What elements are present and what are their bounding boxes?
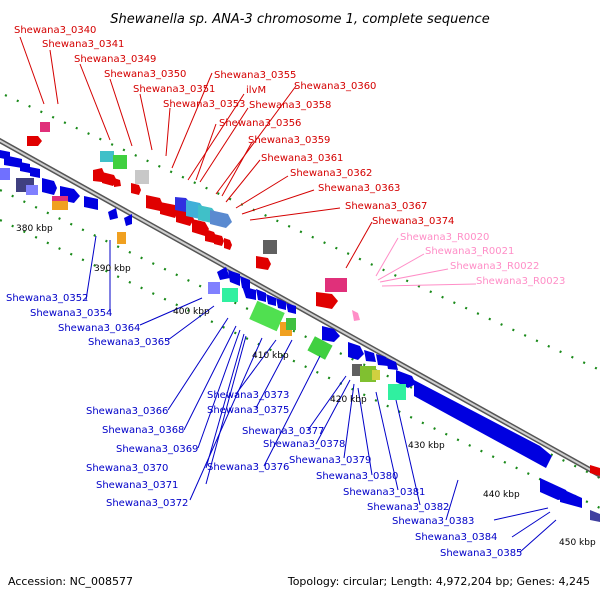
scale-tick: 440 kbp (483, 490, 520, 500)
gene-label: Shewana3_0367 (345, 201, 427, 212)
gene-label: Shewana3_0368 (102, 425, 184, 436)
accession-text: Accession: NC_008577 (8, 575, 133, 588)
gene-label: Shewana3_0364 (58, 323, 140, 334)
gene-label: Shewana3_0363 (318, 183, 400, 194)
gene-label: Shewana3_0354 (30, 308, 112, 319)
gene-label: Shewana3_0382 (367, 502, 449, 513)
gene-label: Shewana3_0377 (242, 426, 324, 437)
scale-tick: 400 kbp (173, 307, 210, 317)
gene-label: Shewana3_0385 (440, 548, 522, 559)
gene-label: Shewana3_0341 (42, 39, 124, 50)
gene-label: Shewana3_0352 (6, 293, 88, 304)
gene-label: Shewana3_0384 (415, 532, 497, 543)
gene-label: Shewana3_0351 (133, 84, 215, 95)
gene-label: Shewana3_0375 (207, 405, 289, 416)
gene-label: Shewana3_0379 (289, 455, 371, 466)
scale-tick: 390 kbp (94, 264, 131, 274)
gene-label: Shewana3_0365 (88, 337, 170, 348)
scale-tick: 430 kbp (408, 441, 445, 451)
reverse-labels: Shewana3_0352 Shewana3_0354 Shewana3_036… (6, 293, 522, 559)
gene-label: Shewana3_0372 (106, 498, 188, 509)
gene-label: Shewana3_0355 (214, 70, 296, 81)
scale-tick: 380 kbp (16, 224, 53, 234)
scale-tick: 450 kbp (559, 538, 596, 548)
gene-label: ilvM (246, 85, 266, 96)
gene-label: Shewana3_0383 (392, 516, 474, 527)
scale-ticks: 380 kbp 390 kbp 400 kbp 410 kbp 420 kbp … (16, 224, 596, 548)
gene-label: Shewana3_0373 (207, 390, 289, 401)
gene-label: Shewana3_R0020 (400, 232, 489, 243)
gene-label: Shewana3_0356 (219, 118, 301, 129)
gene-label: Shewana3_R0021 (425, 246, 514, 257)
map-title: Shewanella sp. ANA-3 chromosome 1, compl… (110, 12, 489, 27)
gene-label: Shewana3_0381 (343, 487, 425, 498)
gene-label: Shewana3_0359 (248, 135, 330, 146)
gene-label: Shewana3_0380 (316, 471, 398, 482)
gene-label: Shewana3_0360 (294, 81, 376, 92)
gene-label: Shewana3_R0022 (450, 261, 539, 272)
reverse-genes (0, 150, 600, 522)
gene-label: Shewana3_0340 (14, 25, 96, 36)
reverse-leaders (85, 235, 557, 553)
gene-label: Shewana3_0349 (74, 54, 156, 65)
forward-leaders (19, 36, 373, 269)
gene-label: Shewana3_0358 (249, 100, 331, 111)
gene-label: Shewana3_0371 (96, 480, 178, 491)
gene-label: Shewana3_0361 (261, 153, 343, 164)
rna-leaders (375, 237, 477, 287)
chromosome-backbone (0, 137, 600, 479)
gene-label: Shewana3_0376 (207, 462, 289, 473)
gene-label: Shewana3_0370 (86, 463, 168, 474)
forward-labels: Shewana3_0340 Shewana3_0341 Shewana3_034… (14, 25, 454, 227)
gene-label: Shewana3_0353 (163, 99, 245, 110)
gene-label: Shewana3_R0023 (476, 276, 565, 287)
topology-summary: Topology: circular; Length: 4,972,204 bp… (287, 575, 590, 588)
gene-label: Shewana3_0362 (290, 168, 372, 179)
gene-label: Shewana3_0369 (116, 444, 198, 455)
tick-track-outer (4, 94, 600, 371)
gene-label: Shewana3_0366 (86, 406, 168, 417)
rna-labels: Shewana3_R0020 Shewana3_R0021 Shewana3_R… (400, 232, 565, 287)
scale-tick: 410 kbp (252, 351, 289, 361)
gene-label: Shewana3_0374 (372, 216, 454, 227)
forward-genes (27, 122, 600, 476)
gene-label: Shewana3_0350 (104, 69, 186, 80)
scale-tick: 420 kbp (330, 395, 367, 405)
gene-label: Shewana3_0378 (263, 439, 345, 450)
